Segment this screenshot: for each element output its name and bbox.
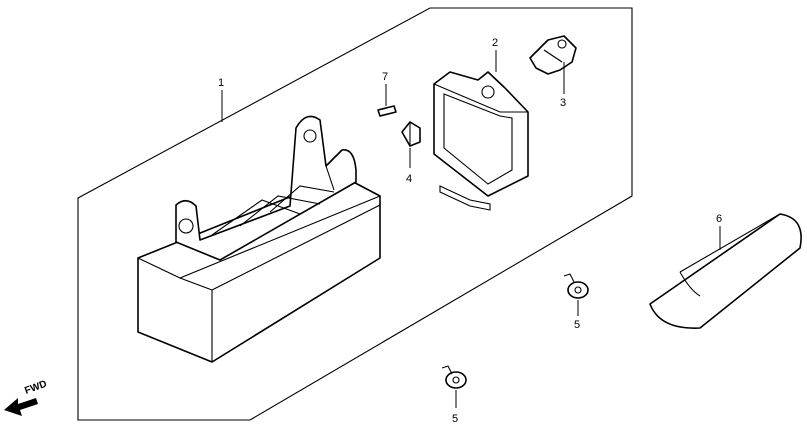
part-4-clip xyxy=(401,121,421,147)
callout-5-lower: 5 xyxy=(452,413,458,425)
fwd-label: FWD xyxy=(23,379,48,397)
fwd-arrow-icon xyxy=(4,398,38,416)
callout-7: 7 xyxy=(382,71,388,83)
callout-1: 1 xyxy=(218,77,224,89)
part-5-bolt-lower xyxy=(441,365,467,389)
part-5-bolt-upper xyxy=(563,273,589,299)
part-3-socket xyxy=(529,35,577,75)
callout-6: 6 xyxy=(716,213,722,225)
part-7-pin xyxy=(377,105,397,117)
callout-3: 3 xyxy=(560,97,566,109)
callout-5-upper: 5 xyxy=(574,319,580,331)
part-2-bracket xyxy=(433,71,529,211)
assembly-border xyxy=(77,7,633,421)
part-1-housing xyxy=(137,115,381,363)
part-6-lens xyxy=(649,213,802,329)
callout-2: 2 xyxy=(492,37,498,49)
callout-4: 4 xyxy=(406,173,412,185)
